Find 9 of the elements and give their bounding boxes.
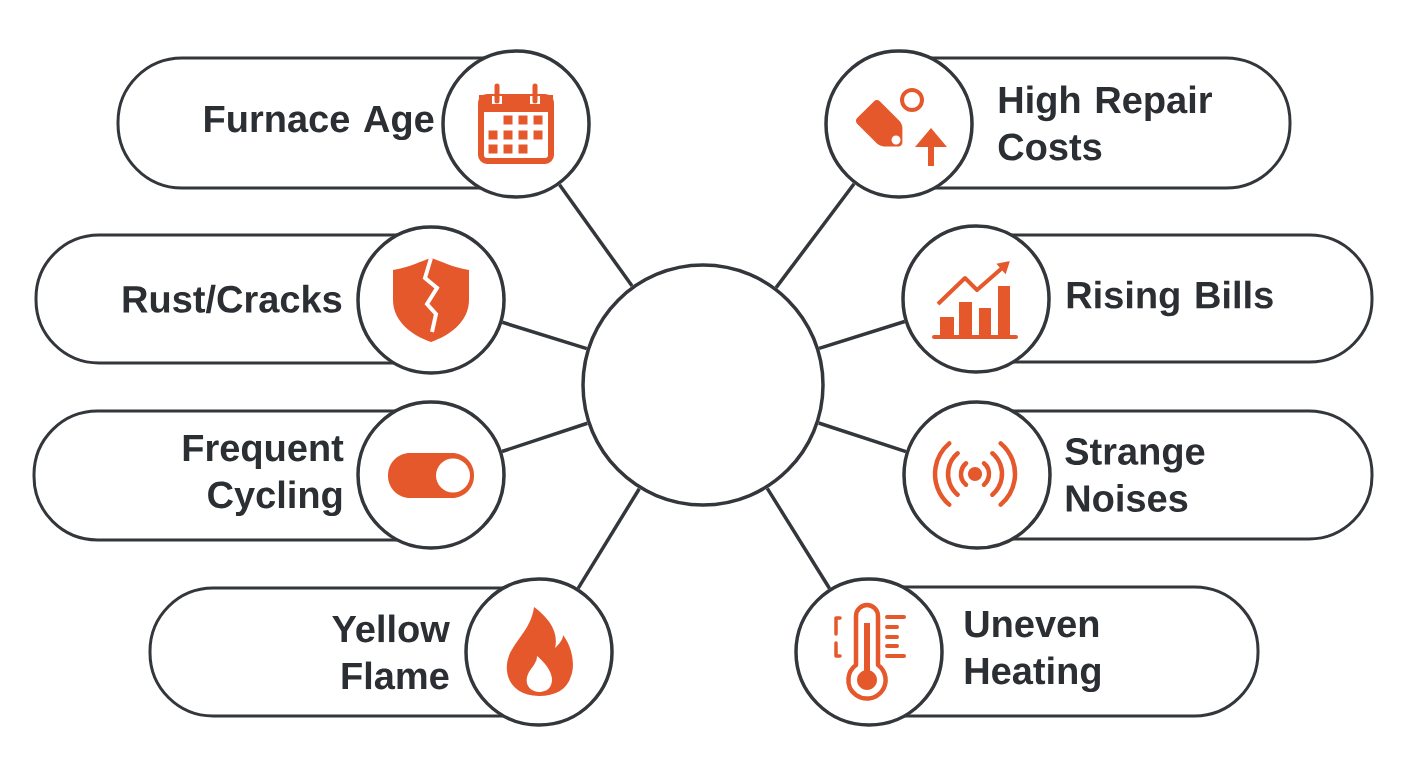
connector-line <box>774 182 856 289</box>
connector-line <box>818 319 906 351</box>
connector-line <box>558 183 634 288</box>
hub-circle <box>581 263 825 507</box>
connector-line <box>501 421 588 454</box>
connector-line <box>818 421 907 454</box>
connector-line <box>501 320 588 351</box>
connector-line <box>576 487 641 590</box>
connector-line <box>765 487 832 590</box>
